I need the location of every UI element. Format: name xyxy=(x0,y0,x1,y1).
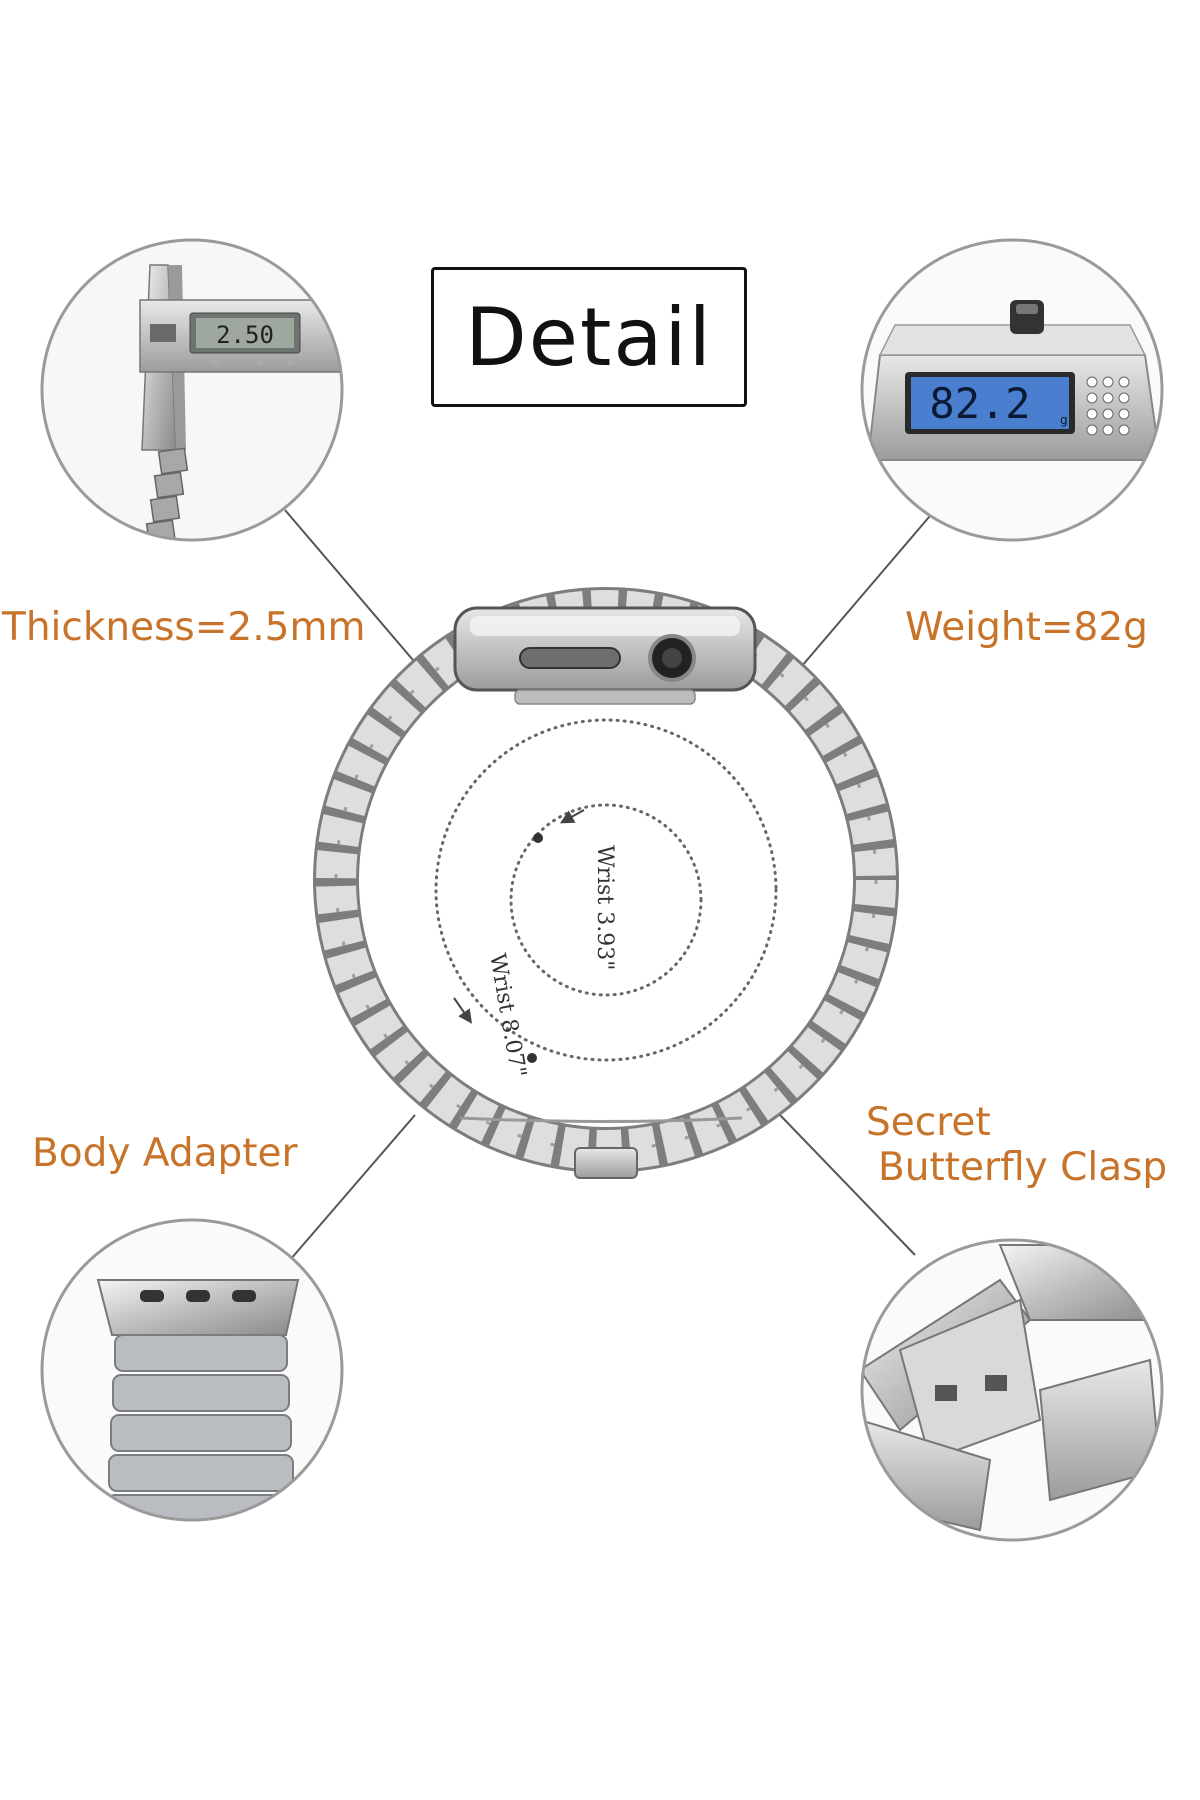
butterfly-clasp-label: Secret Butterfly Clasp xyxy=(866,1100,1168,1191)
body-adapter-photo xyxy=(40,1218,344,1522)
clasp-label-line1: Secret xyxy=(866,1100,991,1145)
scale-readout: 82.2 xyxy=(929,379,1030,428)
title-box: Detail xyxy=(431,267,747,407)
page-title: Detail xyxy=(465,290,713,384)
caliper-readout: 2.50 xyxy=(216,321,274,349)
wrist-inner-label: Wrist 3.93" xyxy=(592,845,617,970)
body-adapter-label: Body Adapter xyxy=(32,1131,298,1176)
scale-unit: g xyxy=(1060,413,1068,427)
scale-photo: 82.2 g xyxy=(860,238,1164,542)
butterfly-clasp-photo xyxy=(860,1238,1164,1542)
watch-bracelet-photo: Wrist 3.93" Wrist 8.07" xyxy=(313,587,899,1179)
weight-label: Weight=82g xyxy=(905,605,1148,650)
caliper-photo: 2.50 xyxy=(40,238,344,542)
thickness-label: Thickness=2.5mm xyxy=(2,605,366,650)
clasp-label-line2: Butterfly Clasp xyxy=(878,1144,1168,1190)
connector-lines xyxy=(284,509,936,1261)
